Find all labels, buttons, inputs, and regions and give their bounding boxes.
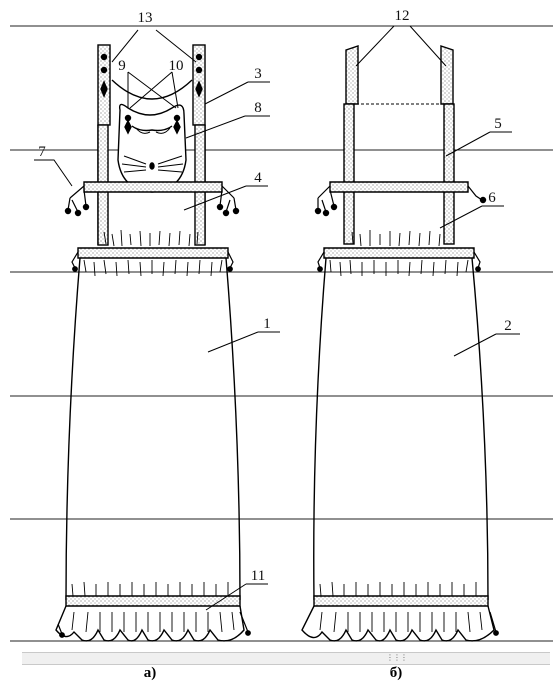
caption-front: а) [144,665,157,681]
label-11: 11 [251,568,265,584]
label-1: 1 [263,316,271,332]
front-collar-arc [111,79,193,100]
label-13: 13 [138,10,153,26]
caption-back: б) [390,665,403,681]
label-10: 10 [169,58,184,74]
back-left-strap [345,45,359,105]
label-12: 12 [395,8,410,24]
front-belt [83,181,223,193]
label-8: 8 [254,100,262,116]
front-leader-lines [34,29,280,611]
front-frill [55,605,245,642]
label-9: 9 [118,58,126,74]
back-right-strap [440,45,454,105]
front-waistband [77,247,229,259]
front-skirt-right [225,257,241,601]
horizontal-scrollbar[interactable]: ⋮⋮⋮ [22,652,550,665]
back-hem-band [313,595,489,607]
back-belt [329,181,469,193]
label-2: 2 [504,318,512,334]
back-waistband [323,247,475,259]
label-6: 6 [488,190,496,206]
label-4: 4 [254,170,262,186]
label-3: 3 [254,66,262,82]
back-skirt-left [313,257,327,601]
back-skirt-right [471,257,489,601]
label-7: 7 [38,144,46,160]
label-5: 5 [494,116,502,132]
reference-lines [10,25,553,642]
front-view [55,44,251,642]
front-skirt-left [65,257,81,601]
back-frill [301,605,495,642]
back-view [301,45,499,642]
back-leader-lines [355,25,520,357]
number-labels: 13 12 9 10 3 8 7 4 1 11 5 6 2 [38,8,512,584]
scrollbar-grip-icon[interactable]: ⋮⋮⋮ [386,653,408,662]
